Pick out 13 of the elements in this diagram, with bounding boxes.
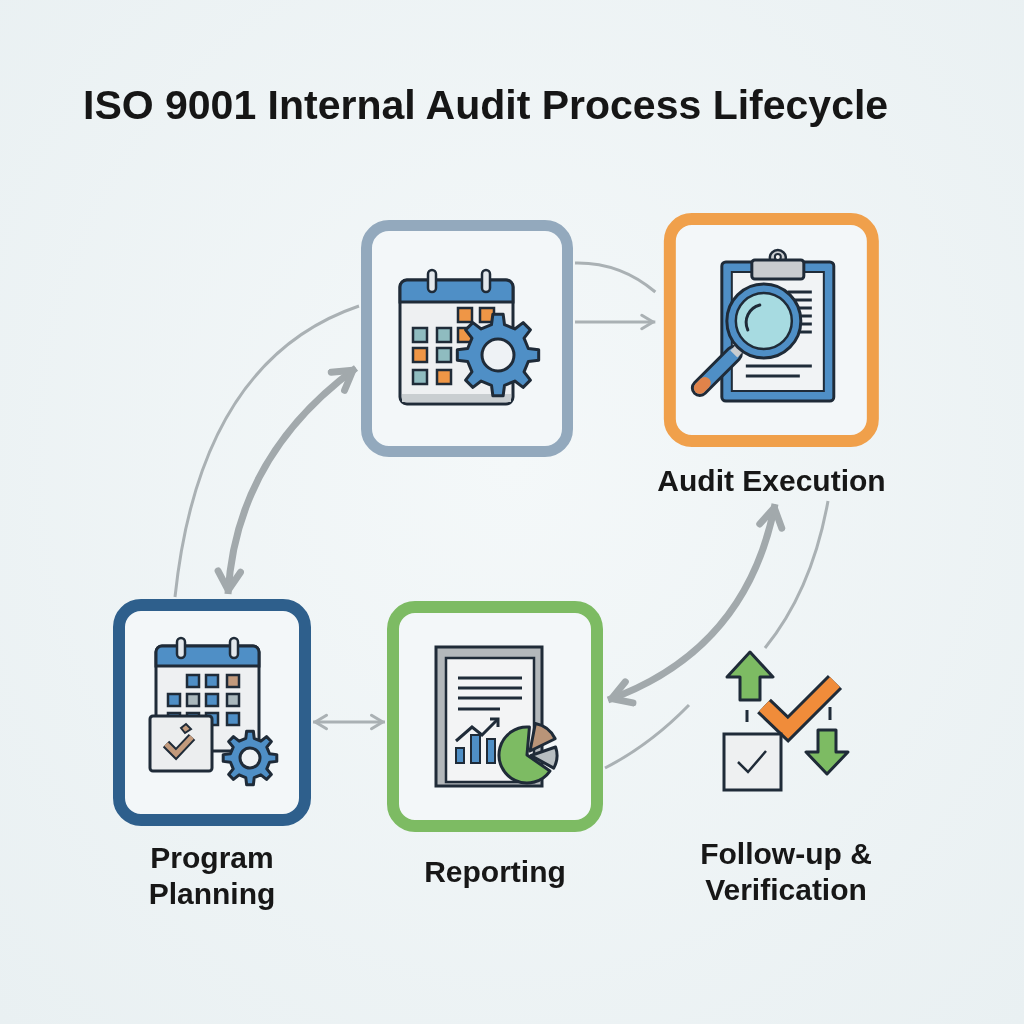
connector-line [604, 703, 691, 770]
double-arrow [606, 503, 785, 706]
double-arrow [313, 713, 385, 731]
arrow [575, 313, 656, 331]
double-arrow [215, 365, 359, 595]
connector-line [173, 304, 360, 598]
step-label: Follow-up & Verification [699, 836, 873, 908]
step-label: Audit Execution [657, 463, 886, 499]
connector-line [575, 261, 657, 294]
connector-line [763, 500, 830, 649]
step-label: Reporting [424, 854, 566, 890]
title: ISO 9001 Internal Audit Process Lifecycle [83, 82, 889, 130]
step-label: Program Planning [147, 840, 277, 912]
